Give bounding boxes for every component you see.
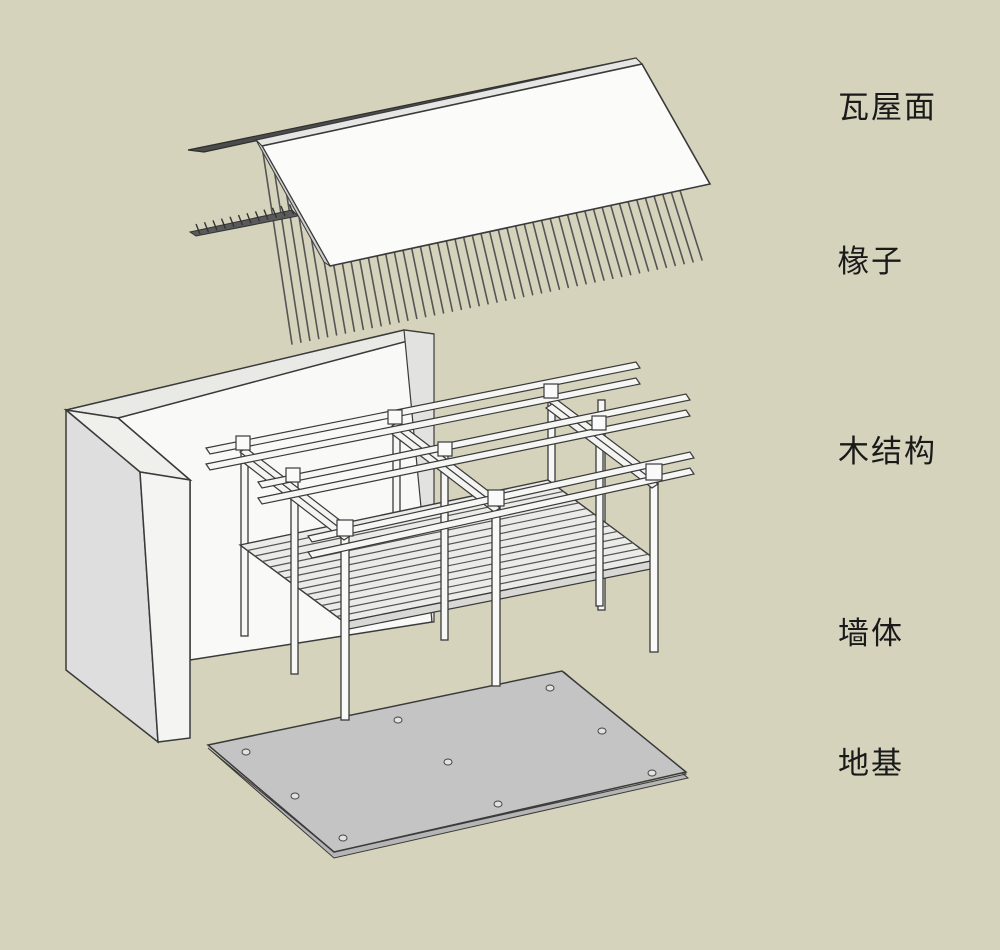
label-wall: 墙体 — [838, 616, 904, 652]
long-beam — [205, 377, 641, 471]
floor-slat — [254, 490, 564, 557]
floor-slat — [284, 513, 595, 579]
long-beam — [257, 393, 691, 489]
rafter — [269, 143, 302, 343]
rafter-end — [288, 203, 295, 215]
rafter — [261, 145, 293, 345]
label-rafters: 椽子 — [838, 244, 904, 280]
label-foundation: 地基 — [838, 746, 904, 782]
rafter-end — [195, 223, 201, 235]
rafter-end — [246, 212, 252, 224]
label-roof: 瓦屋面 — [838, 90, 937, 126]
long-beam — [205, 361, 641, 455]
floor-slat — [306, 530, 618, 596]
floor-slat — [277, 507, 587, 574]
floor-slat — [299, 525, 610, 590]
floor-deck-slats — [247, 485, 649, 618]
rafter-end — [229, 216, 235, 228]
floor-slat — [321, 542, 633, 607]
rafter-end — [271, 207, 278, 219]
frame-joints — [235, 383, 663, 537]
rafter-end — [263, 209, 269, 220]
wall-end-face — [139, 471, 191, 743]
rafter-end — [203, 221, 210, 233]
rafter-end — [212, 220, 218, 231]
roof-gable-edge — [255, 139, 331, 267]
rafter-end — [280, 205, 286, 217]
long-beam — [257, 409, 691, 505]
timber-frame — [205, 361, 695, 721]
rafter-end — [237, 214, 244, 226]
floor-slat — [314, 536, 626, 601]
rafter-left-ends — [195, 203, 295, 235]
tile-roof — [187, 57, 712, 267]
floor-slat — [329, 547, 641, 612]
rafter-end — [220, 218, 227, 229]
label-timber-frame: 木结构 — [838, 434, 937, 470]
rafter-end — [254, 211, 261, 222]
foundation-anchor-holes — [241, 684, 657, 842]
long-beam — [307, 467, 695, 559]
foundation-slab — [206, 670, 690, 859]
